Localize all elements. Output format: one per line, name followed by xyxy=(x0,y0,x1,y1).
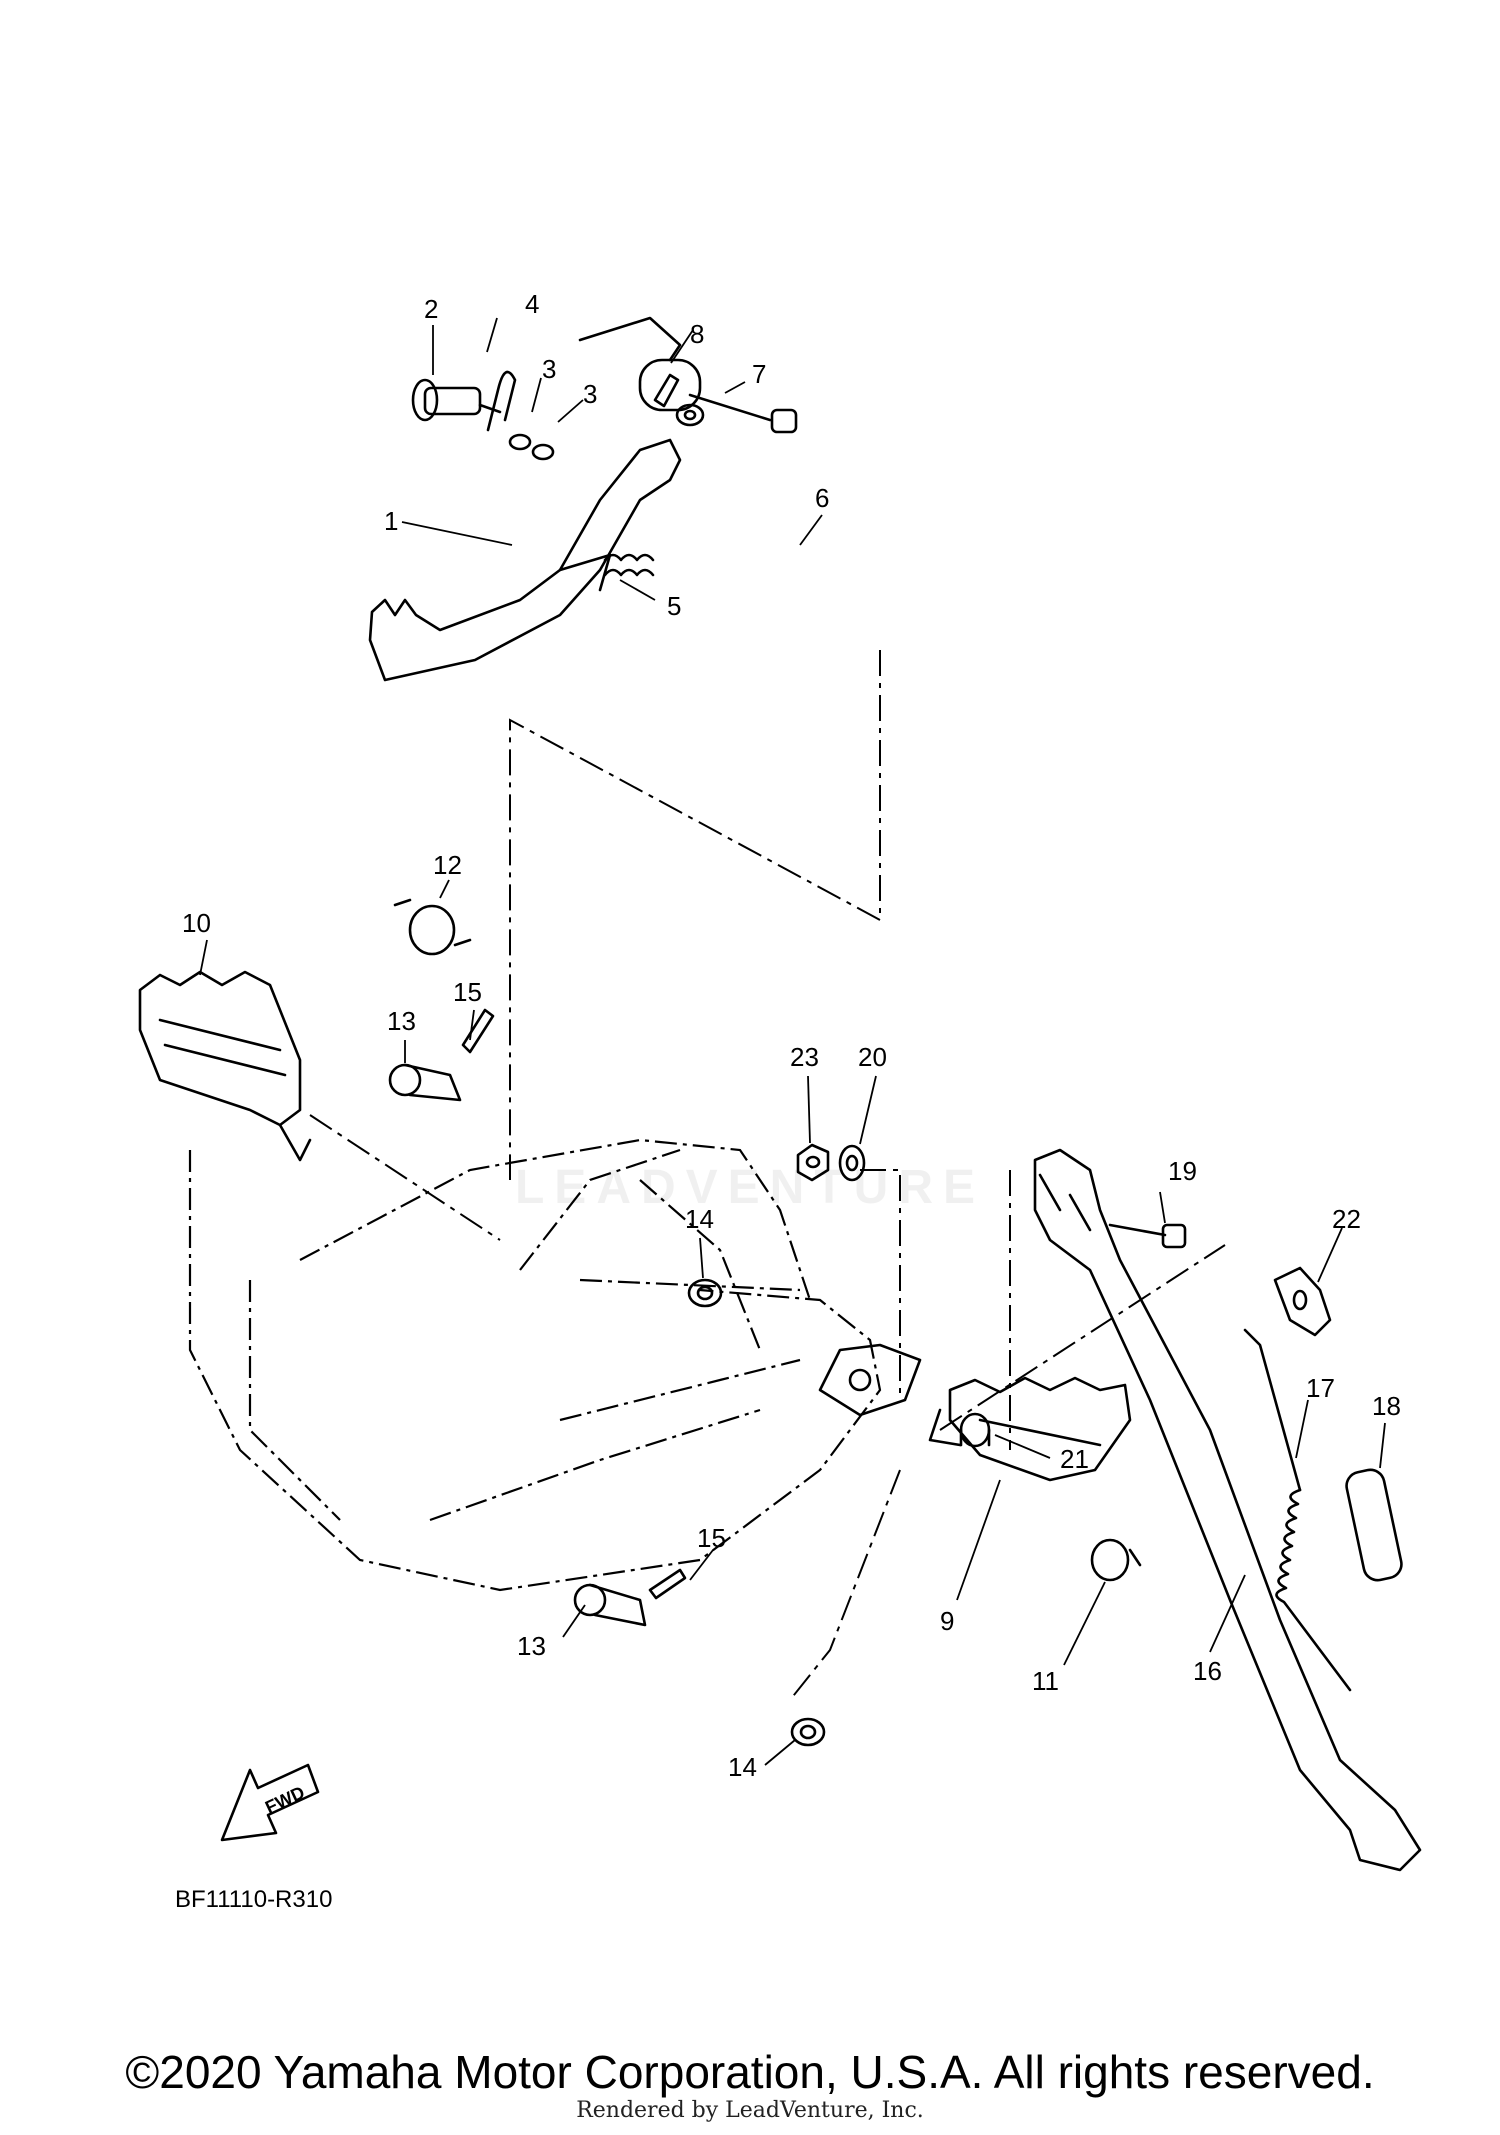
fwd-arrow-icon: FWD xyxy=(220,1763,320,1842)
spring-5 xyxy=(603,553,655,577)
callout-8: 8 xyxy=(690,319,704,349)
leader-lines xyxy=(199,317,1386,1766)
cotter-15-upper xyxy=(461,1008,495,1054)
spring-12 xyxy=(393,898,472,956)
callout-16: 16 xyxy=(1193,1656,1222,1686)
frame-outline xyxy=(188,1138,882,1592)
callout-13a: 13 xyxy=(387,1006,416,1036)
callout-5: 5 xyxy=(667,591,681,621)
collar-14-upper xyxy=(687,1278,723,1308)
spring-17 xyxy=(1243,1328,1352,1692)
callout-1: 1 xyxy=(384,506,398,536)
collar-21 xyxy=(959,1412,991,1448)
callout-2: 2 xyxy=(424,294,438,324)
callout-3b: 3 xyxy=(583,379,597,409)
callout-21: 21 xyxy=(1060,1444,1089,1474)
callout-15a: 15 xyxy=(453,977,482,1007)
washer-20 xyxy=(838,1144,866,1182)
callout-23: 23 xyxy=(790,1042,819,1072)
callout-9: 9 xyxy=(940,1606,954,1636)
pivot-bolt xyxy=(411,378,502,422)
washer-7 xyxy=(675,403,705,427)
callout-labels: 1 2 3 3 4 5 6 7 8 9 10 11 12 13 13 14 14… xyxy=(182,289,1401,1782)
collar-14-lower xyxy=(790,1717,826,1747)
callout-22: 22 xyxy=(1332,1204,1361,1234)
callout-14b: 14 xyxy=(728,1752,757,1782)
callout-12: 12 xyxy=(433,850,462,880)
fwd-label: FWD xyxy=(262,1782,308,1817)
callout-19: 19 xyxy=(1168,1156,1197,1186)
pin-13-upper xyxy=(388,1063,462,1102)
sidestand-16 xyxy=(1033,1148,1422,1872)
callout-6: 6 xyxy=(815,483,829,513)
spring-11 xyxy=(1090,1538,1142,1582)
rendered-by-notice: Rendered by LeadVenture, Inc. xyxy=(576,2098,924,2123)
callout-20: 20 xyxy=(858,1042,887,1072)
plate-22 xyxy=(1273,1266,1332,1337)
diagram-reference: BF11110-R310 xyxy=(175,1886,332,1913)
bolt-19 xyxy=(1108,1223,1187,1249)
watermark: LEADVENTURE xyxy=(514,1161,986,1214)
sleeve-18 xyxy=(1345,1468,1403,1582)
assembly-lines xyxy=(309,650,1226,1701)
o-rings xyxy=(508,433,555,461)
cotter-15-lower xyxy=(648,1568,687,1600)
pin-13-lower xyxy=(573,1583,647,1627)
footrest-right-9 xyxy=(928,1376,1132,1482)
callout-10: 10 xyxy=(182,908,211,938)
footrest-left-10 xyxy=(138,970,312,1162)
callout-17: 17 xyxy=(1306,1373,1335,1403)
hairpin-clip xyxy=(486,370,517,432)
clevis-pin-6 xyxy=(688,393,798,434)
callout-13b: 13 xyxy=(517,1631,546,1661)
callout-18: 18 xyxy=(1372,1391,1401,1421)
callout-15b: 15 xyxy=(697,1523,726,1553)
callout-14a: 14 xyxy=(685,1204,714,1234)
callout-4: 4 xyxy=(525,289,539,319)
callout-7: 7 xyxy=(752,359,766,389)
cotter-pin-8 xyxy=(653,373,680,408)
callout-3a: 3 xyxy=(542,354,556,384)
nut-23 xyxy=(796,1143,830,1182)
frame-bracket xyxy=(818,1343,922,1417)
callout-11: 11 xyxy=(1032,1666,1059,1696)
copyright-notice: ©2020 Yamaha Motor Corporation, U.S.A. A… xyxy=(125,2046,1375,2098)
brake-pedal xyxy=(368,316,702,682)
